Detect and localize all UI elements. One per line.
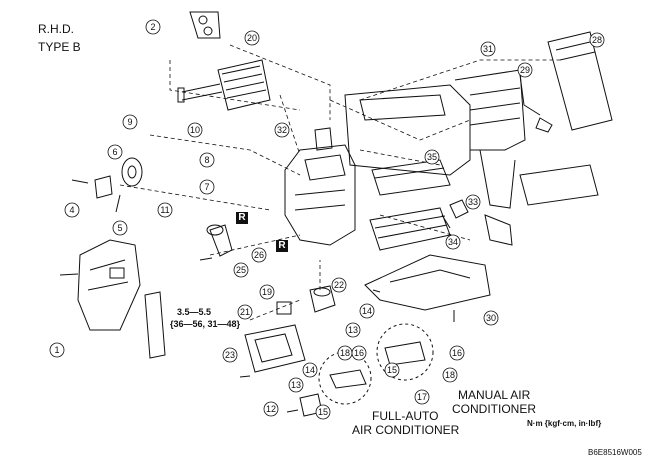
unit-note: N·m {kgf·cm, in·lbf} <box>527 419 602 428</box>
num-8: 8 <box>204 155 209 165</box>
num-5: 5 <box>117 223 122 233</box>
manual-ac-line1: MANUAL AIR <box>458 388 531 402</box>
num-18a: 18 <box>445 370 455 380</box>
num-11: 11 <box>160 205 169 215</box>
num-4: 4 <box>69 205 74 215</box>
num-18b: 18 <box>340 348 350 358</box>
num-9: 9 <box>127 117 132 127</box>
num-33: 33 <box>468 197 478 207</box>
header-type: TYPE B <box>38 40 81 54</box>
num-15a: 15 <box>387 365 397 375</box>
manual-ac-line2: CONDITIONER <box>452 402 536 416</box>
num-12: 12 <box>266 404 276 414</box>
num-2: 2 <box>150 22 155 32</box>
num-14b: 14 <box>305 365 315 375</box>
auto-ac-line1: FULL-AUTO <box>372 409 439 423</box>
num-35: 35 <box>427 152 437 162</box>
num-13a: 13 <box>348 325 358 335</box>
num-20: 20 <box>247 33 257 43</box>
num-22: 22 <box>334 280 344 290</box>
figure-code: B6E8516W005 <box>588 448 642 457</box>
r-mark-2: R <box>276 240 288 252</box>
num-10: 10 <box>190 125 200 135</box>
num-28: 28 <box>592 35 602 45</box>
torque-alt: {36—56, 31—48} <box>170 319 241 329</box>
num-15b: 15 <box>318 407 328 417</box>
header-rhd: R.H.D. <box>38 22 74 36</box>
num-13b: 13 <box>291 380 301 390</box>
num-23: 23 <box>225 350 235 360</box>
num-32: 32 <box>277 125 287 135</box>
num-34: 34 <box>448 237 458 247</box>
num-26: 26 <box>254 250 264 260</box>
num-1: 1 <box>54 345 59 355</box>
num-31: 31 <box>483 44 493 54</box>
num-29: 29 <box>520 65 530 75</box>
num-16a: 16 <box>452 348 462 358</box>
num-7: 7 <box>204 182 209 192</box>
num-17: 17 <box>417 392 427 402</box>
num-14a: 14 <box>362 306 372 316</box>
num-21: 21 <box>240 307 250 317</box>
r-mark-1: R <box>236 212 248 224</box>
num-6: 6 <box>112 147 117 157</box>
num-19: 19 <box>262 287 272 297</box>
callout-2 <box>145 19 161 35</box>
num-30: 30 <box>486 313 496 323</box>
num-25: 25 <box>236 265 246 275</box>
torque-value: 3.5—5.5 <box>177 307 212 317</box>
num-16b: 16 <box>354 348 364 358</box>
auto-ac-line2: AIR CONDITIONER <box>352 423 460 437</box>
